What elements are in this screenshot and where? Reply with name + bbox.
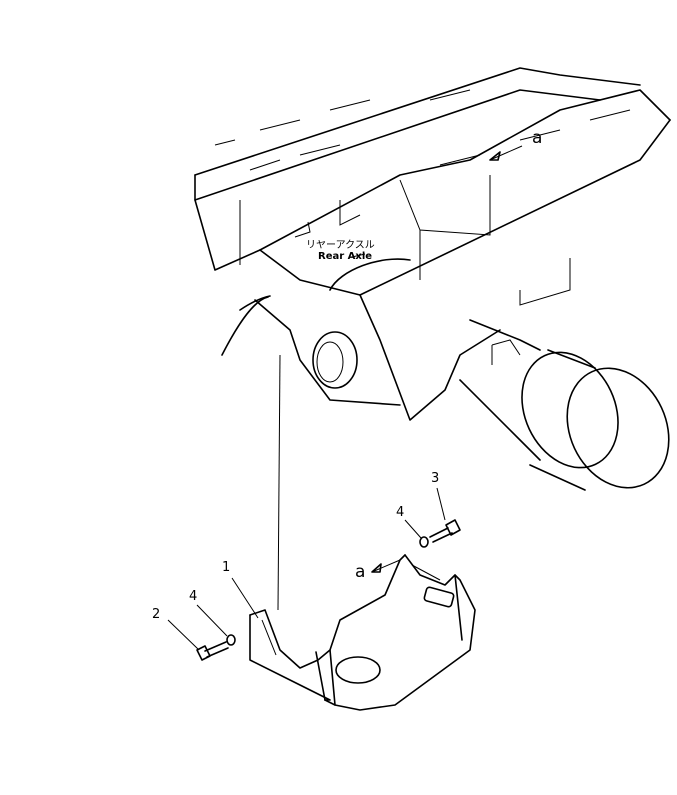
view-ref-top: a	[532, 128, 543, 148]
washer-4-right	[419, 536, 429, 548]
part-number-3: 3	[431, 471, 440, 486]
guard-bracket	[249, 554, 476, 711]
part-number-4-left: 4	[189, 589, 198, 604]
bolt-2	[196, 641, 229, 661]
rear-axle-label-en: Rear Axle	[318, 251, 373, 262]
view-arrow-top-head	[489, 151, 501, 161]
part-number-2: 2	[152, 607, 161, 622]
view-ref-bottom: a	[355, 562, 366, 582]
rear-axle-label-jp: リヤーアクスル	[306, 240, 375, 251]
view-arrow-bottom	[371, 559, 401, 573]
rear-axle	[312, 258, 670, 491]
frame	[194, 67, 671, 421]
view-arrow-top	[489, 145, 523, 161]
part-number-1: 1	[222, 560, 231, 575]
view-arrow-bottom-head	[371, 563, 382, 573]
bolt-3	[429, 519, 461, 543]
part-number-4-right: 4	[396, 505, 405, 520]
leader-line	[277, 354, 281, 611]
washer-4-left	[226, 634, 236, 646]
